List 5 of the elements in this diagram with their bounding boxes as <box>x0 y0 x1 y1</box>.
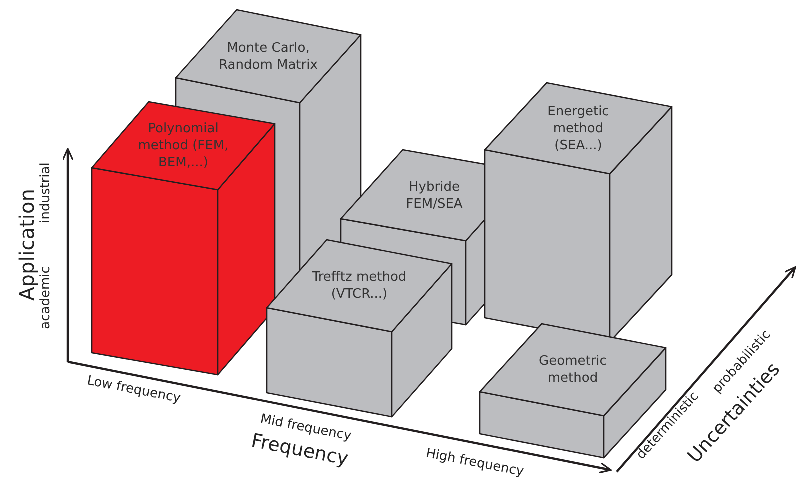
axis-title: Application <box>15 189 39 301</box>
method-label: Geometric method <box>528 353 618 387</box>
axis-tick-label: academic <box>38 266 54 330</box>
method-label: Hybride FEM/SEA <box>394 178 474 212</box>
axis-tick-label: industrial <box>38 162 54 224</box>
